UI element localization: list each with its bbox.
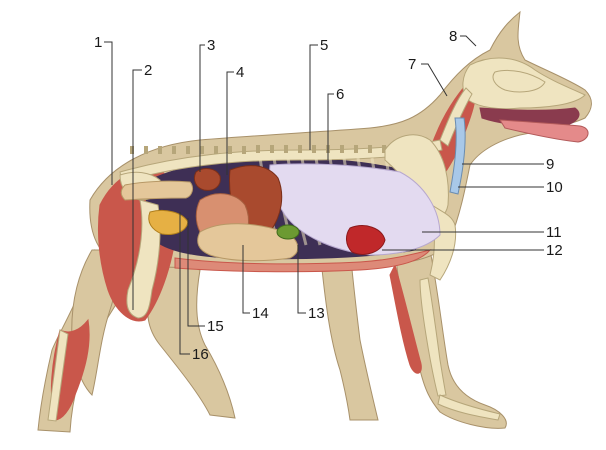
vertebra (186, 146, 190, 154)
vertebra (242, 146, 246, 154)
vertebra (298, 145, 302, 153)
vertebra (312, 145, 316, 153)
vertebra (214, 146, 218, 154)
label-15: 15 (207, 318, 224, 335)
label-2: 2 (144, 62, 152, 79)
label-11: 11 (546, 224, 562, 241)
label-7: 7 (408, 56, 416, 73)
kidney (194, 169, 220, 191)
vertebra (144, 146, 148, 154)
vertebra (228, 146, 232, 154)
vertebra (172, 146, 176, 154)
label-14: 14 (252, 305, 269, 322)
vertebra (270, 145, 274, 153)
vertebra (354, 145, 358, 153)
leader-1 (104, 42, 112, 185)
label-9: 9 (546, 156, 554, 173)
leader-8 (460, 36, 476, 46)
vertebra (256, 145, 260, 153)
label-5: 5 (320, 37, 328, 54)
label-12: 12 (546, 242, 563, 259)
colon (121, 181, 192, 200)
vertebra (200, 146, 204, 154)
vertebra (284, 145, 288, 153)
label-3: 3 (207, 37, 215, 54)
gallbladder (277, 225, 299, 239)
label-16: 16 (192, 346, 209, 363)
vertebra (158, 146, 162, 154)
label-6: 6 (336, 86, 344, 103)
label-10: 10 (546, 179, 563, 196)
label-1: 1 (94, 34, 102, 51)
vertebra (368, 145, 372, 153)
vertebra (340, 145, 344, 153)
label-4: 4 (236, 64, 244, 81)
label-13: 13 (308, 305, 325, 322)
front-leg-back (320, 250, 378, 420)
label-8: 8 (449, 28, 457, 45)
